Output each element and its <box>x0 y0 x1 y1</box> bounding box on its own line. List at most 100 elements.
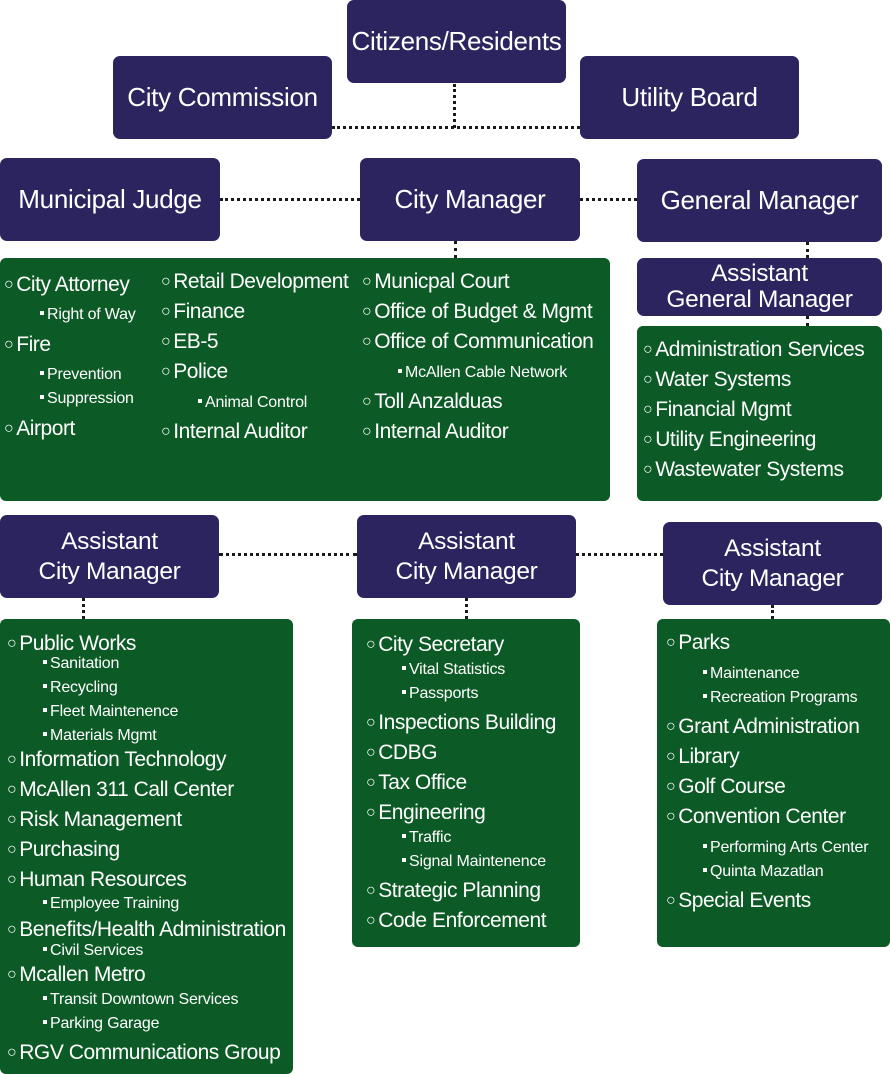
square-bullet-icon <box>43 708 47 712</box>
list-item: ○Information Technology <box>7 748 227 771</box>
citizens-residents-box: Citizens/Residents <box>347 0 566 83</box>
list-item: ○Water Systems <box>643 369 791 390</box>
sub-item: Traffic <box>402 830 451 846</box>
list-item-label: Purchasing <box>19 838 120 861</box>
list-item-label: Information Technology <box>19 748 227 771</box>
bullet-icon: ○ <box>7 871 17 888</box>
city-manager-box: City Manager <box>360 158 580 241</box>
list-item-label: Library <box>678 745 740 768</box>
square-bullet-icon <box>703 670 707 674</box>
list-item: ○Finance <box>161 301 245 322</box>
list-item: ○Municpal Court <box>362 271 510 292</box>
sub-item-label: Employee Training <box>50 895 180 912</box>
connector-general-assistant <box>806 242 809 258</box>
square-bullet-icon <box>43 1020 47 1024</box>
list-item: ○Library <box>666 745 740 768</box>
assistant-general-manager-line2: General Manager <box>666 286 853 313</box>
bullet-icon: ○ <box>161 303 171 320</box>
list-item: ○Retail Development <box>161 271 349 292</box>
list-item-label: Strategic Planning <box>378 879 541 902</box>
square-bullet-icon <box>703 844 707 848</box>
bullet-icon: ○ <box>7 841 17 858</box>
assistant-general-manager-line1: Assistant <box>711 260 808 288</box>
bullet-icon: ○ <box>7 811 17 828</box>
list-item-label: Code Enforcement <box>378 909 547 932</box>
general-manager-label: General Manager <box>660 184 859 215</box>
city-manager-label: City Manager <box>394 183 546 214</box>
bullet-icon: ○ <box>666 748 676 765</box>
list-item: ○Benefits/Health Administration <box>7 919 286 940</box>
list-item: ○Airport <box>4 418 75 439</box>
bullet-icon: ○ <box>666 892 676 909</box>
assistant-general-manager-box: Assistant General Manager <box>637 258 882 316</box>
list-item: ○Special Events <box>666 890 811 911</box>
sub-item-label: Signal Maintenence <box>409 853 546 870</box>
sub-item: Recycling <box>43 680 118 696</box>
list-item-label: Police <box>173 360 228 383</box>
sub-item-label: Transit Downtown Services <box>50 991 239 1008</box>
assistant-city-manager-box-1: Assistant City Manager <box>0 515 219 598</box>
list-item-label: Special Events <box>678 889 811 912</box>
list-item-label: Public Works <box>19 632 136 655</box>
list-item: ○Financial Mgmt <box>643 399 792 420</box>
square-bullet-icon <box>43 996 47 1000</box>
list-item: ○Toll Anzalduas <box>362 390 503 413</box>
bullet-icon: ○ <box>161 333 171 350</box>
bullet-icon: ○ <box>7 966 17 983</box>
connector-acm2-group <box>465 598 468 619</box>
connector-judge-manager <box>220 198 360 201</box>
bullet-icon: ○ <box>666 634 676 651</box>
sub-item: Suppression <box>40 391 134 407</box>
list-item: ○Code Enforcement <box>366 909 547 932</box>
sub-item-label: Animal Control <box>205 394 308 411</box>
utility-board-box: Utility Board <box>580 56 799 139</box>
square-bullet-icon <box>40 395 44 399</box>
square-bullet-icon <box>402 834 406 838</box>
bullet-icon: ○ <box>4 276 14 293</box>
bullet-icon: ○ <box>643 341 653 358</box>
sub-item: Prevention <box>40 367 122 383</box>
sub-item: Right of Way <box>40 307 136 323</box>
square-bullet-icon <box>43 732 47 736</box>
connector-commission-utility <box>332 126 580 129</box>
citizens-residents-label: Citizens/Residents <box>351 25 562 56</box>
list-item-label: Office of Communication <box>374 330 594 353</box>
list-item-label: Internal Auditor <box>374 420 509 443</box>
sub-item-label: Sanitation <box>50 655 120 672</box>
sub-item: McAllen Cable Network <box>398 365 567 381</box>
list-item: ○EB-5 <box>161 330 219 353</box>
bullet-icon: ○ <box>366 882 376 899</box>
square-bullet-icon <box>198 399 202 403</box>
connector-manager-general <box>580 198 637 201</box>
square-bullet-icon <box>398 369 402 373</box>
connector-citizens-down <box>453 84 456 128</box>
bullet-icon: ○ <box>161 423 171 440</box>
list-item: ○Police <box>161 361 228 382</box>
sub-item: Civil Services <box>43 943 143 959</box>
bullet-icon: ○ <box>643 461 653 478</box>
list-item-label: Internal Auditor <box>173 420 308 443</box>
sub-item: Sanitation <box>43 656 119 672</box>
bullet-icon: ○ <box>7 781 17 798</box>
assistant-city-manager-line2: City Manager <box>38 557 181 585</box>
bullet-icon: ○ <box>161 363 171 380</box>
list-item-label: EB-5 <box>173 330 219 353</box>
list-item-label: Toll Anzalduas <box>374 390 503 413</box>
connector-acm3-group <box>771 605 774 619</box>
list-item: ○Administration Services <box>643 339 865 360</box>
sub-item: Maintenance <box>703 666 800 682</box>
sub-item-label: Civil Services <box>50 942 144 959</box>
list-item-label: Tax Office <box>378 771 467 794</box>
assistant-city-manager-box-2: Assistant City Manager <box>357 515 576 598</box>
assistant-city-manager-line2: City Manager <box>701 564 844 592</box>
list-item: ○Inspections Building <box>366 712 556 733</box>
assistant-city-manager-line1: Assistant <box>61 527 158 555</box>
list-item-label: CDBG <box>378 741 438 764</box>
list-item-label: Parks <box>678 631 730 654</box>
sub-item: Animal Control <box>198 395 307 411</box>
list-item: ○RGV Communications Group <box>7 1042 281 1063</box>
list-item: ○Tax Office <box>366 772 467 793</box>
sub-item-label: Parking Garage <box>50 1015 160 1032</box>
bullet-icon: ○ <box>643 401 653 418</box>
list-item-label: Utility Engineering <box>655 428 816 451</box>
